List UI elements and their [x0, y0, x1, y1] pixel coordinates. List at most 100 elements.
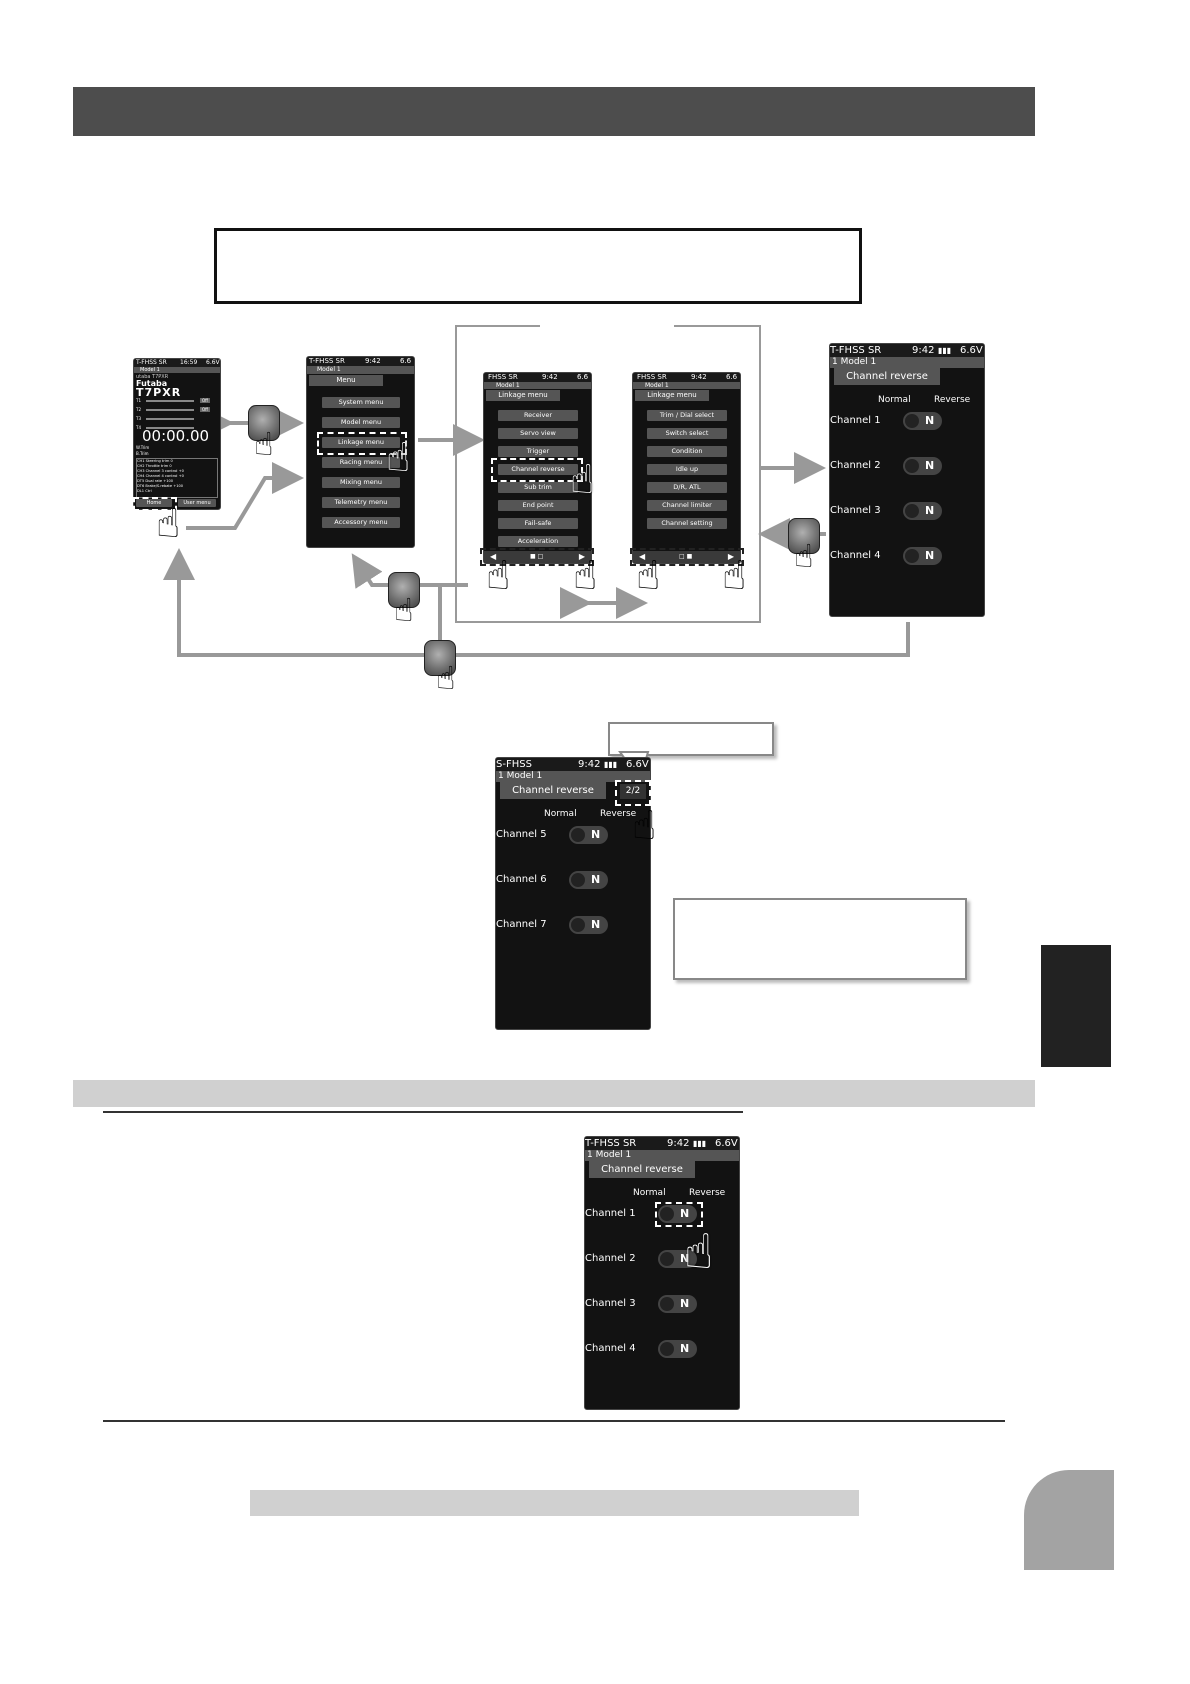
channel-reverse-page2-screen: S-FHSS 9:42 ▮▮▮ 6.6V 1 Model 1 Channel r…: [495, 757, 651, 1030]
status-time: 9:42: [667, 1138, 690, 1149]
return-key-icon[interactable]: [788, 518, 820, 554]
menu-item-dr-atl[interactable]: D/R, ATL: [647, 482, 727, 493]
channel-label: Channel 3: [585, 1298, 636, 1309]
reverse-toggle[interactable]: N: [569, 871, 608, 889]
screen-title: Channel reverse: [500, 782, 606, 799]
battery-icon: ▮▮▮: [693, 1139, 707, 1148]
prev-page-icon[interactable]: ◀: [639, 552, 646, 561]
home-key-icon[interactable]: [424, 640, 456, 676]
wheel-trim-row: W.Trim: [136, 445, 150, 450]
menu-item-sub-trim[interactable]: Sub trim: [498, 482, 578, 493]
status-battery: 6.6: [400, 357, 412, 365]
menu-item-end-point[interactable]: End point: [498, 500, 578, 511]
menu-item-channel-reverse[interactable]: Channel reverse: [498, 464, 578, 475]
product-small: utaba T7PXR: [136, 374, 169, 380]
reverse-toggle[interactable]: N: [569, 826, 608, 844]
menu-item-switch-select[interactable]: Switch select: [647, 428, 727, 439]
trim-bar[interactable]: T3: [136, 416, 218, 422]
model-row: Model 1: [307, 366, 414, 374]
menu-item-servo-view[interactable]: Servo view: [498, 428, 578, 439]
hand-pointer-icon: ☝: [684, 1224, 714, 1280]
nav-bar-highlight: [480, 548, 594, 566]
status-time: 16:59: [180, 359, 198, 366]
reverse-toggle[interactable]: N: [658, 1295, 697, 1313]
channel-label: Channel 4: [830, 550, 881, 561]
status-battery: 6.6: [577, 373, 589, 381]
menu-item-idle-up[interactable]: Idle up: [647, 464, 727, 475]
hand-pointer-icon: ☝: [486, 553, 511, 599]
prev-page-icon[interactable]: ◀: [490, 552, 497, 561]
next-page-icon[interactable]: ▶: [727, 552, 734, 561]
model-row: Model 1: [134, 367, 220, 373]
info-row: DT5 Dual rate +100: [137, 479, 174, 483]
reverse-toggle[interactable]: N: [658, 1205, 697, 1223]
menu-item-acceleration[interactable]: Acceleration: [498, 536, 578, 547]
menu-item-channel-setting[interactable]: Channel setting: [647, 518, 727, 529]
menu-item-trigger[interactable]: Trigger: [498, 446, 578, 457]
status-bar: FHSS SR 9:42 6.6: [633, 373, 740, 382]
channel-label: Channel 7: [496, 919, 547, 930]
status-mode: T-FHSS SR: [309, 357, 345, 365]
linkage-menu-page2: FHSS SR 9:42 6.6 Model 1 Linkage menu Tr…: [632, 372, 741, 564]
return-key-icon[interactable]: [388, 572, 420, 608]
menu-item-receiver[interactable]: Receiver: [498, 410, 578, 421]
battery-icon: ▮▮▮: [604, 760, 618, 769]
model-row: 1 Model 1: [830, 357, 984, 368]
hand-pointer-icon: ☝: [570, 457, 595, 503]
reverse-toggle[interactable]: N: [658, 1250, 697, 1268]
hand-pointer-icon: ☝: [386, 435, 411, 481]
frame-gap: [540, 322, 674, 330]
reverse-toggle[interactable]: N: [569, 916, 608, 934]
timer-display[interactable]: 00:00.00: [142, 427, 210, 445]
toggle-highlight: [655, 1202, 703, 1227]
menu-item-system[interactable]: System menu: [322, 397, 400, 408]
model-row: Model 1: [633, 382, 740, 389]
menu-item-linkage[interactable]: Linkage menu: [322, 437, 400, 448]
page-indicator-highlight: [615, 780, 651, 806]
status-mode: T-FHSS SR: [136, 359, 167, 366]
reverse-toggle[interactable]: N: [903, 547, 942, 565]
menu-item-condition[interactable]: Condition: [647, 446, 727, 457]
menu-item-racing[interactable]: Racing menu: [322, 457, 400, 468]
reverse-toggle[interactable]: N: [903, 457, 942, 475]
battery-icon: ▮▮▮: [938, 346, 952, 355]
channel-label: Channel 2: [585, 1253, 636, 1264]
menu-item-channel-limiter[interactable]: Channel limiter: [647, 500, 727, 511]
home-key-icon[interactable]: [248, 405, 280, 441]
trim-bar[interactable]: T4: [136, 425, 218, 431]
menu-item-fail-safe[interactable]: Fail-safe: [498, 518, 578, 529]
screen-title: Channel reverse: [834, 368, 940, 385]
linkage-menu-page1: FHSS SR 9:42 6.6 Model 1 Linkage menu Re…: [483, 372, 592, 564]
status-bar: T-FHSS SR 16:59 6.6V: [134, 359, 220, 367]
home-button[interactable]: Home: [136, 499, 172, 507]
status-mode: T-FHSS SR: [830, 345, 882, 356]
column-reverse-label: Reverse: [689, 1188, 726, 1198]
hand-pointer-icon: ☝: [632, 803, 657, 849]
menu-item-trim-dial-select[interactable]: Trim / Dial select: [647, 410, 727, 421]
page-indicator[interactable]: 2/2: [620, 784, 646, 799]
reverse-toggle[interactable]: N: [903, 412, 942, 430]
section-header-bar: [73, 87, 1035, 136]
menu-item-accessory[interactable]: Accessory menu: [322, 517, 400, 528]
info-row: CH3 Channel 3 control +0: [137, 469, 184, 473]
info-panel: CH1 Steering trim 0 CH2 Throttle trim 0 …: [136, 458, 218, 498]
user-menu-button[interactable]: User menu: [178, 499, 216, 507]
next-page-icon[interactable]: ▶: [578, 552, 585, 561]
column-reverse-label: Reverse: [934, 395, 971, 405]
info-row: CH2 Throttle trim 0: [137, 464, 172, 468]
status-bar: T-FHSS SR 9:42 6.6: [307, 357, 414, 366]
menu-item-telemetry[interactable]: Telemetry menu: [322, 497, 400, 508]
hand-pointer-icon: ☝: [573, 553, 598, 599]
reverse-toggle[interactable]: N: [903, 502, 942, 520]
hand-pointer-icon: ☝: [156, 501, 181, 547]
product-logo: T7PXR: [136, 386, 182, 399]
menu-item-model[interactable]: Model menu: [322, 417, 400, 428]
status-bar: T-FHSS SR 9:42 ▮▮▮ 6.6V: [585, 1137, 739, 1150]
reverse-toggle[interactable]: N: [658, 1340, 697, 1358]
menu-item-mixing[interactable]: Mixing menu: [322, 477, 400, 488]
channel-label: Channel 3: [830, 505, 881, 516]
page-dots: □ ■: [679, 553, 693, 560]
channel-label: Channel 1: [830, 415, 881, 426]
